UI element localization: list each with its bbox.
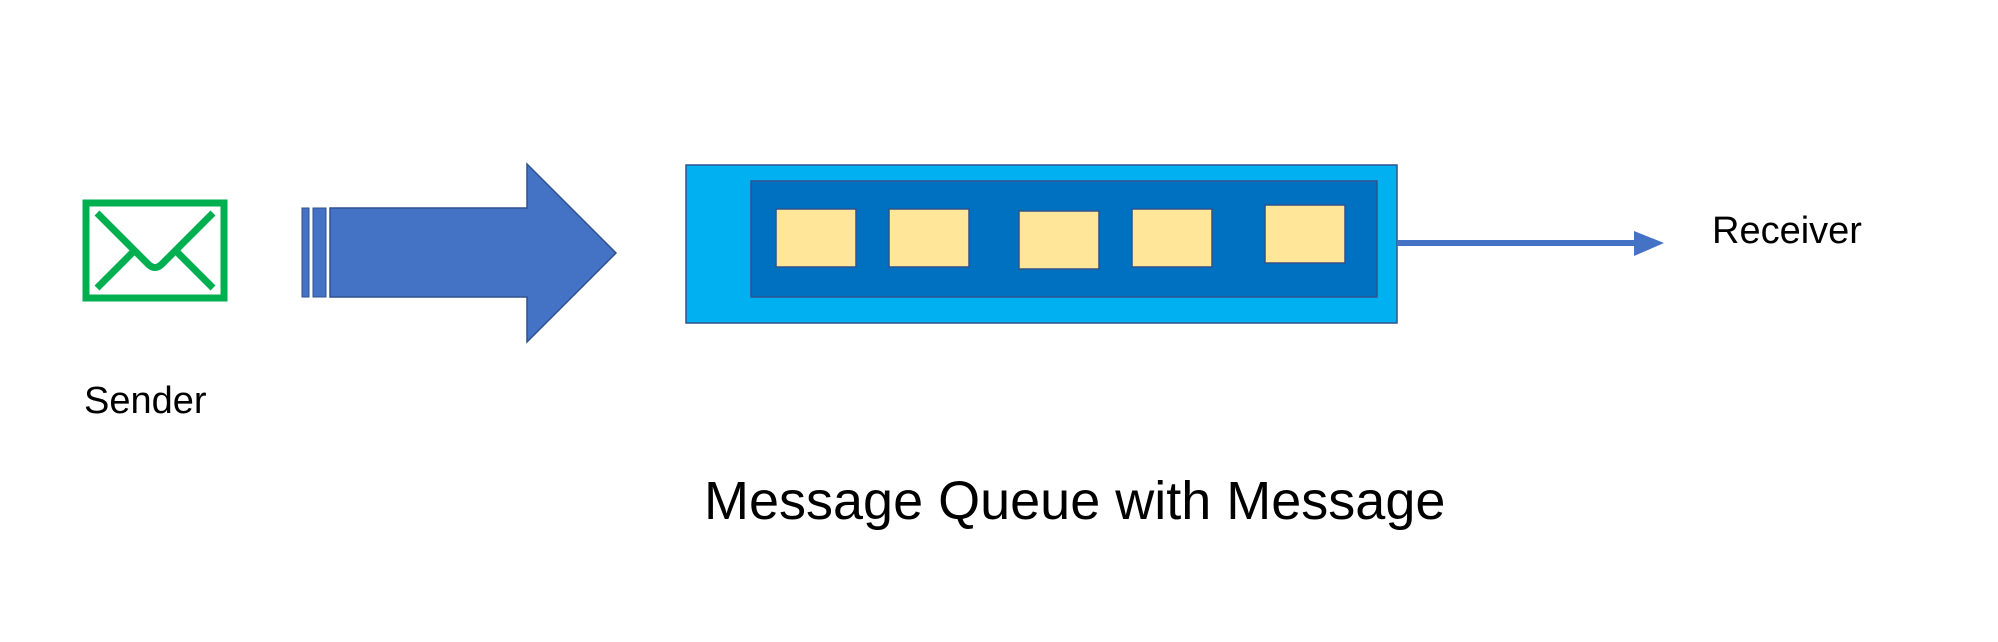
queued-message xyxy=(1131,208,1213,268)
queued-message xyxy=(775,208,857,268)
receiver-connector-arrow xyxy=(1397,231,1664,256)
diagram-caption: Message Queue with Message xyxy=(704,471,1446,531)
envelope-icon xyxy=(82,199,228,302)
flow-arrow xyxy=(301,162,618,344)
receiver-label: Receiver xyxy=(1712,210,1862,252)
message-queue xyxy=(685,164,1398,324)
sender-label: Sender xyxy=(84,380,207,422)
queued-message xyxy=(888,208,970,268)
queued-message xyxy=(1018,210,1100,270)
queued-message xyxy=(1264,204,1346,264)
